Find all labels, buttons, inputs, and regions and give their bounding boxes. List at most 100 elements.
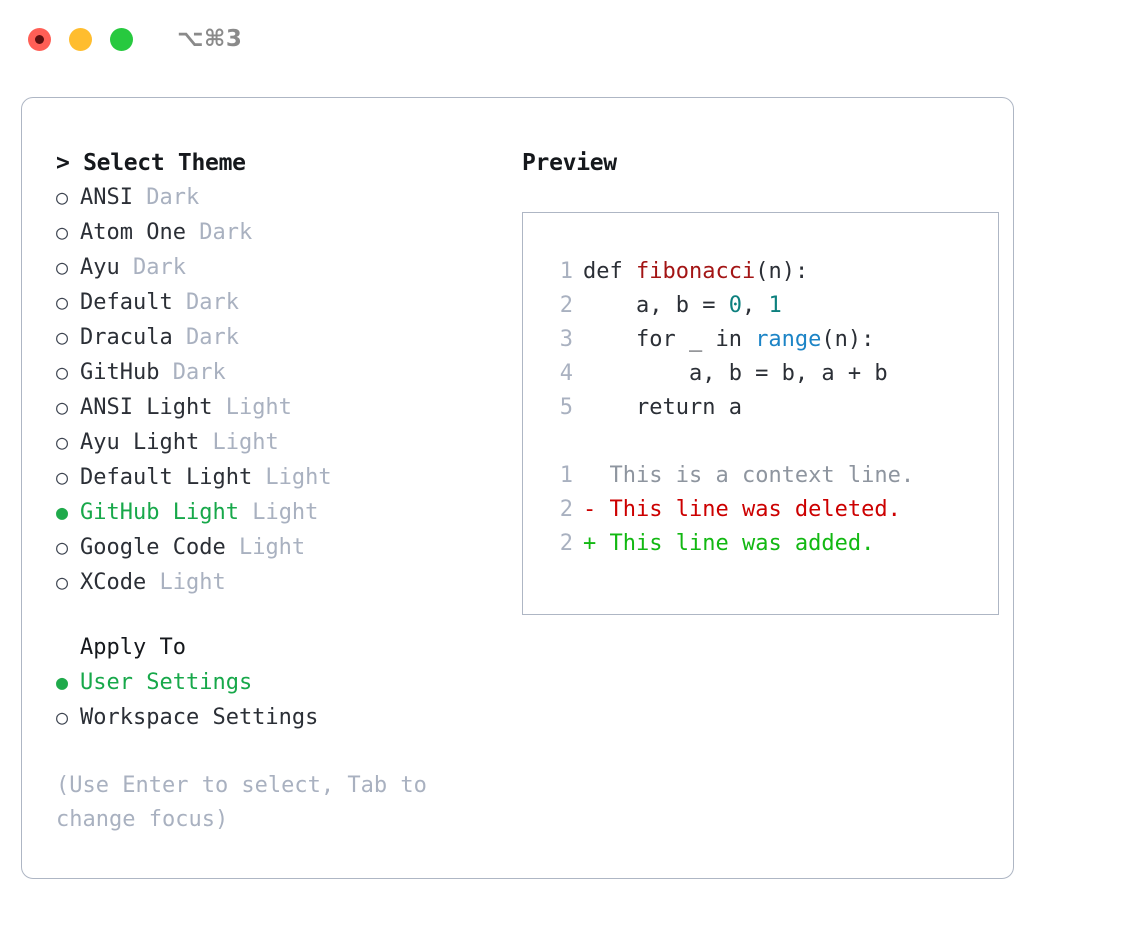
radio-unselected-icon[interactable]: ○	[56, 255, 69, 279]
theme-kind-badge: Light	[199, 430, 279, 455]
code-token-plain: return a	[583, 395, 742, 420]
line-number: 2	[559, 497, 573, 522]
theme-list[interactable]: ○ ANSI Dark ○ Atom One Dark ○ Ayu Dark ○ Defaul…	[56, 180, 504, 600]
theme-list-item[interactable]: ○ Atom One Dark	[56, 215, 504, 250]
code-token-plain: a, b =	[583, 293, 729, 318]
radio-unselected-icon[interactable]: ○	[56, 325, 69, 349]
theme-name: Dracula	[80, 325, 173, 350]
code-text: for _ in range(n):	[583, 323, 874, 357]
theme-name: Ayu	[80, 255, 120, 280]
diff-marker: -	[583, 497, 610, 522]
theme-picker-column: > Select Theme ○ANSI Dark○Atom One Dark○…	[39, 146, 504, 878]
theme-name: Default Light	[80, 465, 253, 490]
radio-unselected-icon[interactable]: ○	[56, 465, 69, 489]
line-number: 2	[559, 293, 573, 318]
code-token-call: range	[755, 327, 822, 352]
theme-name: Default	[80, 290, 173, 315]
keyboard-hint: (Use Enter to select, Tab to change focu…	[56, 773, 441, 832]
theme-kind-badge: Dark	[172, 325, 239, 350]
radio-unselected-icon[interactable]: ○	[56, 430, 69, 454]
main-panel: > Select Theme ○ANSI Dark○Atom One Dark○…	[21, 97, 1014, 879]
apply-to-label: Workspace Settings	[80, 705, 319, 730]
theme-kind-badge: Dark	[172, 290, 239, 315]
code-text: a, b = 0, 1	[583, 289, 782, 323]
theme-list-item[interactable]: ○ Ayu Dark	[56, 250, 504, 285]
theme-name: Atom One	[80, 220, 186, 245]
window-title: ⌥⌘3	[177, 26, 243, 52]
apply-to-list[interactable]: ● User Settings ○ Workspace Settings	[56, 665, 504, 735]
theme-name: GitHub	[80, 360, 160, 385]
apply-to-section: Apply To ●User Settings○Workspace Settin…	[56, 631, 504, 735]
radio-unselected-icon[interactable]: ○	[56, 290, 69, 314]
code-text: a, b = b, a + b	[583, 357, 888, 391]
radio-unselected-icon[interactable]: ○	[56, 705, 69, 729]
theme-list-item[interactable]: ○ GitHub Dark	[56, 355, 504, 390]
diff-line: 1 This is a context line.	[543, 459, 998, 493]
diff-text-ctx: This is a context line.	[583, 459, 915, 493]
theme-kind-badge: Light	[225, 535, 306, 560]
radio-unselected-icon[interactable]: ○	[56, 570, 69, 594]
radio-unselected-icon[interactable]: ○	[56, 360, 69, 384]
diff-content: This line was deleted.	[609, 497, 901, 522]
code-token-plain: (n):	[821, 327, 875, 352]
radio-selected-icon[interactable]: ●	[56, 670, 69, 694]
line-number: 2	[559, 531, 573, 556]
theme-kind-badge: Dark	[119, 255, 186, 280]
theme-name: ANSI Light	[80, 395, 213, 420]
theme-kind-badge: Dark	[159, 360, 226, 385]
theme-list-item[interactable]: ○Google Code Light	[56, 530, 504, 565]
apply-to-option[interactable]: ● User Settings	[56, 665, 504, 700]
theme-list-item[interactable]: ●GitHub Light Light	[56, 495, 504, 530]
line-number: 5	[559, 395, 573, 420]
theme-name: Ayu Light	[80, 430, 200, 455]
diff-text-add: + This line was added.	[583, 527, 874, 561]
code-token-num: 0	[728, 293, 742, 318]
code-token-plain: def	[583, 259, 636, 284]
theme-kind-badge: Dark	[185, 220, 253, 245]
diff-marker	[583, 463, 610, 488]
theme-list-item[interactable]: ○ Dracula Dark	[56, 320, 504, 355]
theme-name: GitHub Light	[80, 500, 239, 525]
diff-content: This is a context line.	[609, 463, 915, 488]
diff-text-del: - This line was deleted.	[583, 493, 901, 527]
theme-name: XCode	[80, 570, 147, 595]
apply-to-option[interactable]: ○ Workspace Settings	[56, 700, 504, 735]
maximize-button-icon[interactable]	[110, 27, 133, 51]
radio-unselected-icon[interactable]: ○	[56, 395, 69, 419]
theme-kind-badge: Light	[212, 395, 292, 420]
close-button-icon[interactable]	[28, 27, 51, 51]
apply-to-label: User Settings	[80, 670, 253, 695]
theme-list-item[interactable]: ○ ANSI Light Light	[56, 390, 504, 425]
theme-list-item[interactable]: ○ ANSI Dark	[56, 180, 504, 215]
minimize-button-icon[interactable]	[69, 27, 92, 51]
code-token-plain: a, b = b, a + b	[583, 361, 888, 386]
theme-kind-badge: Dark	[132, 185, 200, 210]
radio-selected-icon[interactable]: ●	[56, 500, 69, 524]
radio-unselected-icon[interactable]: ○	[56, 185, 69, 209]
code-line: 2 a, b = 0, 1	[543, 289, 998, 323]
theme-name: ANSI	[80, 185, 133, 210]
theme-list-item[interactable]: ○ Ayu Light Light	[56, 425, 504, 460]
radio-unselected-icon[interactable]: ○	[56, 220, 69, 244]
diff-marker: +	[583, 531, 610, 556]
theme-list-item[interactable]: ○Default Light Light	[56, 460, 504, 495]
code-line: 3 for _ in range(n):	[543, 323, 998, 357]
radio-unselected-icon[interactable]: ○	[56, 535, 69, 559]
code-token-num: 1	[768, 293, 782, 318]
spacer	[543, 425, 998, 459]
code-text: def fibonacci(n):	[583, 255, 808, 289]
line-number: 3	[559, 327, 573, 352]
theme-list-item[interactable]: ○XCode Light	[56, 565, 504, 600]
line-number: 1	[559, 463, 573, 488]
diff-line: 2- This line was deleted.	[543, 493, 998, 527]
title-bar: ⌥⌘3	[0, 0, 1140, 78]
code-token-fn: fibonacci	[635, 259, 756, 284]
diff-sample: 1 This is a context line.2- This line wa…	[543, 459, 998, 561]
preview-heading: Preview	[522, 150, 617, 176]
code-token-plain: (n):	[755, 259, 809, 284]
theme-list-item[interactable]: ○ Default Dark	[56, 285, 504, 320]
